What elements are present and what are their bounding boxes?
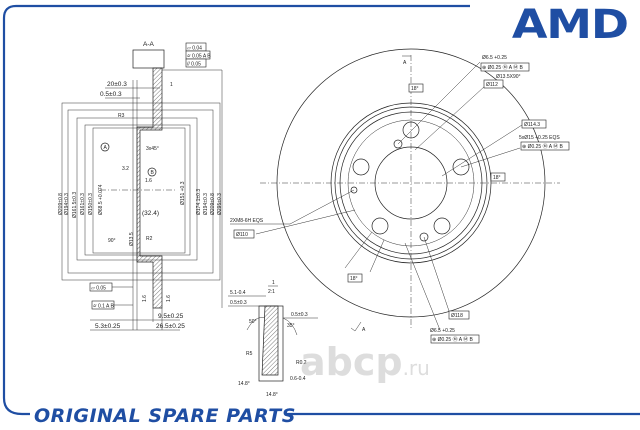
brand-logo: AMD [511, 2, 629, 48]
gdt-top: ▱ 0.04 ⌭ 0.05 A B // 0.05 [185, 42, 211, 68]
detail-scale: 2:1 [268, 289, 275, 295]
dim-d209-right: Ø209±0.8 [210, 193, 216, 215]
bolt-holes [350, 121, 470, 242]
detail-angle-14-8-b: 14.8° [266, 392, 278, 398]
brand-frame [2, 4, 640, 416]
chamfer: 3x45° [146, 146, 159, 152]
section-view: A-A ▱ 0.04 ⌭ 0.05 A B // 0.05 20±0.3 0.5… [58, 41, 223, 331]
dims-left: Ø209±0.8 Ø194±0.3 Ø161.5±0.3 Ø161±0.3 Ø1… [58, 184, 104, 218]
dim-d194-right: Ø194±0.3 [203, 193, 209, 215]
hole-bottom: Ø6.5 +0.25 [430, 328, 455, 334]
dim-d295: Ø295±0.3 [217, 193, 223, 215]
detail-angle-14-8-a: 14.8° [238, 381, 250, 387]
dims-right: Ø151 +0.3 Ø174.1±0.3 Ø194±0.3 Ø209±0.8 Ø… [180, 181, 223, 215]
detail-dim-0-5-b: 0.5±0.3 [291, 312, 308, 318]
dim-d151: Ø151 +0.3 [180, 181, 186, 205]
dim-d68-5: Ø68.5 +0.074 [98, 184, 104, 215]
hole-bottom-gdt: ⊕ Ø0.25 Ⓜ A Ⓜ B [432, 336, 474, 343]
gdt-flatness-bottom: ▱ 0.05 [91, 286, 106, 292]
section-mark-bottom: A [362, 327, 366, 333]
detail-angle-35: 35° [287, 323, 295, 329]
hole-top: Ø6.5 +0.25 [482, 55, 507, 61]
gdt-runout-bottom: ⌭ 0.1 A B [93, 304, 114, 310]
dim-d174-1: Ø174.1±0.3 [196, 189, 202, 215]
dim-0-5: 0.5±0.3 [100, 91, 122, 98]
countersink: Ø13.5X90° [496, 74, 521, 80]
gdt-bottom: ▱ 0.05 ⌭ 0.1 A B [89, 282, 133, 310]
detail-angle-50: 50° [249, 319, 257, 325]
angle-top: 18° [411, 86, 419, 92]
section-mark-top: A [403, 60, 407, 66]
angle-90: 90° [108, 238, 116, 244]
detail-radius-r5: R5 [246, 351, 253, 357]
radius-r3: R3 [118, 113, 125, 119]
dim-d161: Ø161±0.3 [80, 193, 86, 215]
bolt-holes-spec: 5xØ15 +0.25 EQS [519, 135, 560, 141]
detail-dim-0-5-a: 0.5±0.3 [230, 300, 247, 306]
dim-d209-left: Ø209±0.8 [58, 193, 64, 215]
watermark-tld: .ru [402, 356, 430, 380]
roughness-4: 1.6 [166, 295, 172, 302]
radius-r2: R2 [146, 236, 153, 242]
detail-dim-5-1: 5.1-0.4 [230, 290, 246, 296]
bolt-holes-gdt: ⊕ Ø0.25 Ⓜ A Ⓜ B [522, 143, 564, 150]
angle-right: 18° [493, 175, 501, 181]
pcd-114-3: Ø114.3 [524, 122, 540, 128]
section-title: A-A [143, 41, 155, 48]
watermark: abcp.ru [300, 340, 430, 384]
dim-d150: Ø150±0.3 [88, 193, 94, 215]
roughness-3: 1.6 [142, 295, 148, 302]
watermark-text: abcp [300, 340, 403, 384]
detail-item: 1 [272, 280, 275, 286]
front-view: A 18° Ø6.5 +0.25 ⊕ Ø0.25 Ⓜ A Ⓜ B Ø13.5X9… [230, 48, 570, 344]
gdt-flatness: ▱ 0.04 [187, 46, 202, 52]
pcd-118: Ø118 [451, 313, 463, 319]
detail-view: 1 2:1 5.1-0.4 0.5±0.3 0.5±0.3 50° 35° R5… [228, 280, 318, 398]
dim-d161-5: Ø161.5±0.3 [72, 192, 78, 218]
hole-13-5: Ø13.5 [129, 232, 135, 246]
gdt-runout: ⌭ 0.05 A B [187, 54, 211, 60]
dim-26-5: 26.5±0.25 [156, 323, 185, 330]
dim-5-3: 5.3±0.25 [95, 323, 121, 330]
roughness-2: 1.6 [145, 178, 152, 184]
item-number: 1 [170, 82, 173, 88]
roughness-1: 3.2 [122, 166, 129, 172]
hole-top-gdt: ⊕ Ø0.25 Ⓜ A Ⓜ B [482, 64, 524, 71]
pcd-110: Ø110 [236, 232, 248, 238]
footer-tagline: ORIGINAL SPARE PARTS [34, 405, 296, 427]
datum-a: A [104, 145, 108, 151]
gdt-parallel: // 0.05 [187, 62, 201, 68]
pcd-112: Ø112 [486, 82, 498, 88]
threads-spec: 2XM8-6H EQS [230, 218, 264, 224]
dim-d194-left: Ø194±0.3 [64, 193, 70, 215]
dim-32-4: (32.4) [142, 210, 159, 217]
detail-radius-r0-2: R0.2 [296, 360, 307, 366]
angle-bottom: 18° [350, 276, 358, 282]
datum-b: B [151, 170, 155, 176]
dim-20: 20±0.3 [107, 81, 127, 88]
dim-9-5: 9.5±0.25 [158, 313, 184, 320]
detail-dim-0-6: 0.6-0.4 [290, 376, 306, 382]
